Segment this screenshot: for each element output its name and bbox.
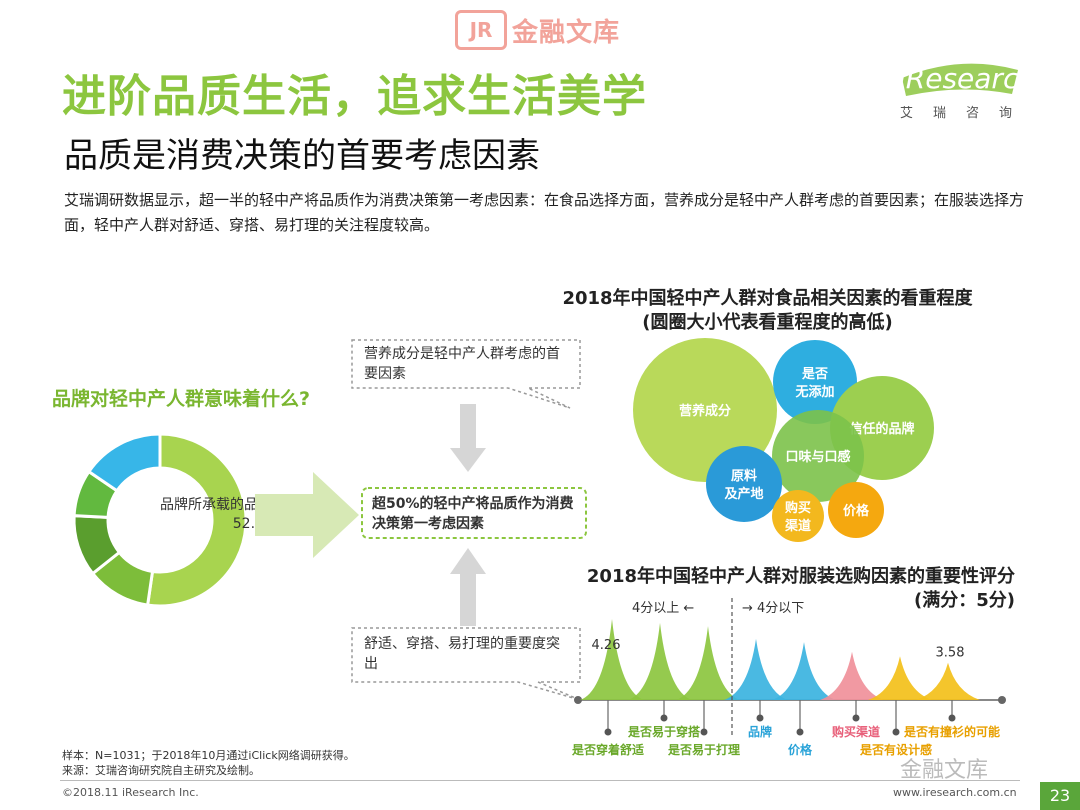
category-label-2: 是否易于打理 — [667, 742, 740, 757]
category-label-7: 是否有撞衫的可能 — [903, 724, 1000, 739]
bubble-label-6: 价格 — [843, 503, 870, 519]
bubble-label-1: 是否无添加 — [794, 367, 834, 400]
bubble-label-5: 购买渠道 — [784, 500, 811, 534]
leader-dot-3 — [756, 714, 764, 722]
brand-cn: 艾瑞咨询 — [900, 106, 1033, 121]
category-label-4: 价格 — [788, 742, 813, 757]
arrow-down-icon — [450, 404, 486, 472]
bubble-1 — [773, 340, 857, 424]
area-chart-subtitle: (满分：5分) — [914, 590, 1015, 611]
leader-dot-4 — [796, 728, 804, 736]
area-chart-title: 2018年中国轻中产人群对服装选购因素的重要性评分 — [586, 566, 1015, 587]
leader-dot-5 — [852, 714, 860, 722]
peak-1 — [628, 622, 692, 700]
donut-chart — [72, 432, 248, 608]
bubble-0 — [633, 338, 777, 482]
watermark-logo: JR — [455, 10, 507, 50]
category-label-5: 购买渠道 — [832, 724, 880, 739]
callout-top: 营养成分是轻中产人群考虑的首要因素 — [364, 346, 560, 382]
peak-6 — [868, 656, 932, 700]
bubble-chart-subtitle: (圆圈大小代表看重程度的高低) — [642, 312, 893, 333]
annotation-above: 4分以上 ← — [632, 601, 694, 616]
arrow-right-icon — [255, 472, 359, 558]
peak-5 — [820, 651, 884, 700]
bubble-chart-title: 2018年中国轻中产人群对食品相关因素的看重程度 — [562, 288, 973, 309]
leader-dot-7 — [948, 714, 956, 722]
leader-dot-2 — [700, 728, 708, 736]
copyright: ©2018.11 iResearch Inc. — [62, 786, 199, 799]
bubble-label-2: 信任的品牌 — [849, 421, 914, 437]
footer-url: www.iresearch.com.cn — [893, 786, 1017, 799]
bubble-6 — [828, 482, 884, 538]
leader-dot-1 — [660, 714, 668, 722]
donut-slice-4 — [86, 432, 162, 493]
callout-center: 超50%的轻中产将品质作为消费决策第一考虑因素 — [372, 496, 574, 532]
category-label-6: 是否有设计感 — [859, 742, 932, 757]
source-note: 来源：艾瑞咨询研究院自主研究及绘制。 — [62, 764, 260, 777]
bubble-label-3: 口味与口感 — [785, 449, 850, 465]
score-first: 4.26 — [592, 638, 621, 653]
bubble-3 — [772, 410, 864, 502]
peak-0 — [580, 619, 644, 700]
peak-4 — [772, 642, 836, 700]
baseline-end-dot — [998, 696, 1006, 704]
callout-bottom-box — [351, 627, 581, 701]
category-label-1: 是否易于穿搭 — [627, 724, 701, 739]
watermark-text: 金融文库 — [512, 18, 621, 48]
leader-dot-6 — [892, 728, 900, 736]
page-title: 进阶品质生活，追求生活美学 — [62, 71, 647, 122]
bubble-5 — [772, 490, 824, 542]
sample-note: 样本：N=1031；于2018年10月通过iClick网络调研获得。 — [62, 749, 355, 762]
donut-slice-0 — [145, 432, 248, 608]
baseline-start-dot — [574, 696, 582, 704]
bubble-label-4: 原料及产地 — [724, 468, 763, 502]
donut-title: 品牌对轻中产人群意味着什么? — [52, 388, 311, 410]
category-label-3: 品牌 — [748, 724, 772, 739]
bubble-label-0: 营养成分 — [679, 403, 731, 419]
score-last: 3.58 — [936, 646, 965, 661]
callout-center-box — [361, 487, 587, 539]
brand-logo: iResearch — [898, 62, 1037, 95]
peak-3 — [724, 638, 788, 700]
bubble-4 — [706, 446, 782, 522]
description: 艾瑞调研数据显示，超一半的轻中产将品质作为消费决策第一考虑因素：在食品选择方面，… — [64, 191, 1025, 234]
category-label-0: 是否穿着舒适 — [571, 742, 644, 757]
annotation-below: → 4分以下 — [742, 601, 804, 616]
callout-bottom: 舒适、穿搭、易打理的重要度突出 — [364, 636, 560, 672]
page-subtitle: 品质是消费决策的首要考虑因素 — [64, 136, 540, 176]
leader-dot-0 — [604, 728, 612, 736]
page-number: 23 — [1040, 782, 1080, 810]
peak-2 — [676, 626, 740, 700]
callout-top-box — [351, 339, 581, 409]
peak-7 — [916, 662, 980, 700]
footer-divider — [60, 780, 1020, 781]
wechat-watermark: 金融文库 — [900, 758, 989, 783]
brand-swoosh — [902, 63, 1018, 96]
arrow-up-icon — [450, 548, 486, 626]
